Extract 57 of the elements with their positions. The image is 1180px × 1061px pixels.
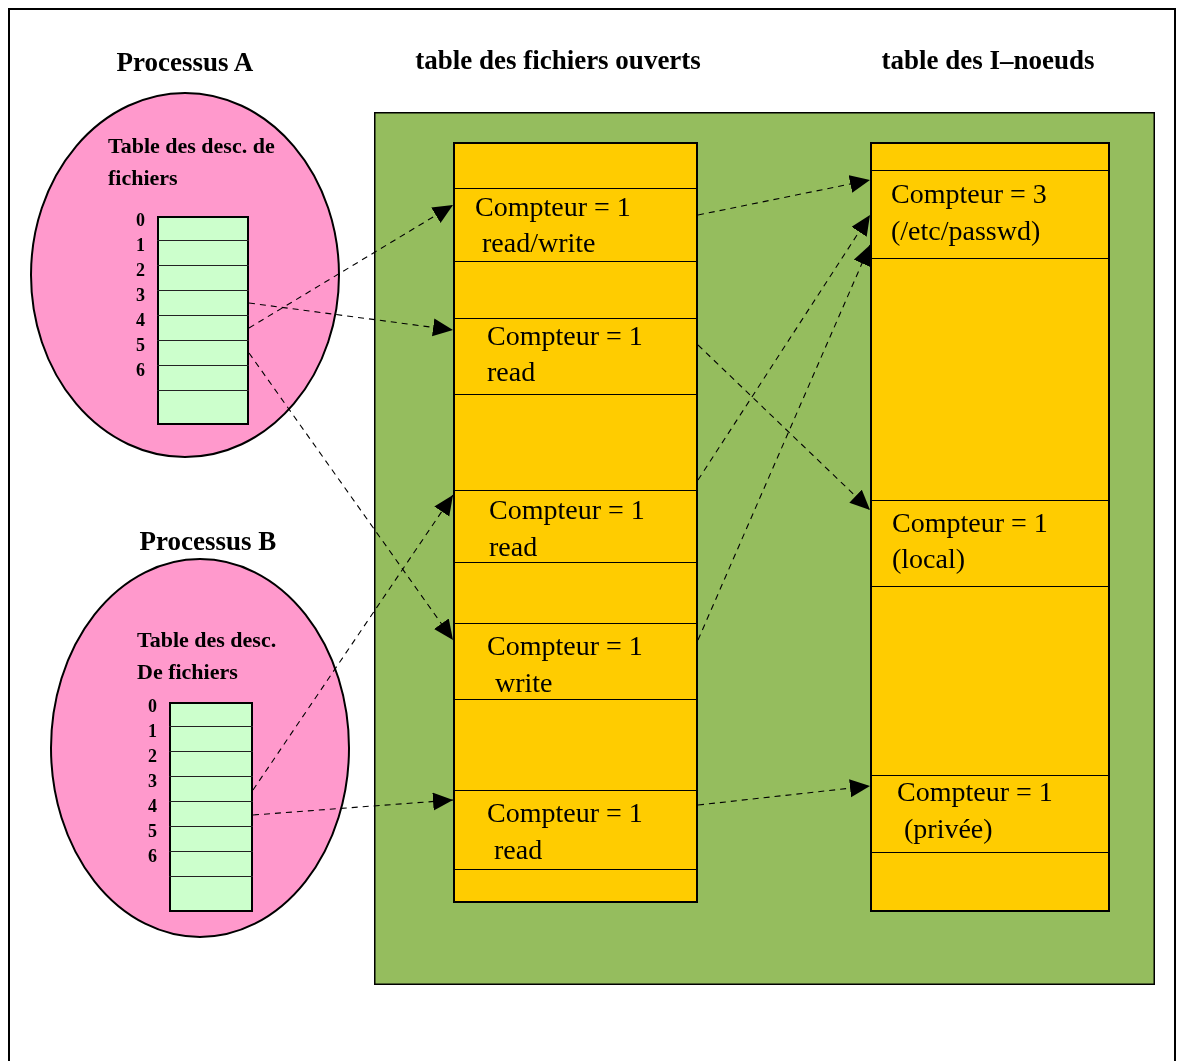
entry-detail: read/write [482,227,596,260]
column-title: table des I–noeuds [881,45,1095,77]
counter-text: Compteur = 1 [487,320,643,353]
counter-text: Compteur = 3 [891,178,1047,211]
arrow [697,214,871,481]
entry-detail: read [489,531,538,564]
process-title: Processus A [116,47,254,79]
table-entry [870,775,1110,853]
arrow [248,204,454,329]
arrow [248,352,454,641]
row-index: 4 [136,310,145,331]
process-title: Processus B [139,526,277,558]
row-index: 2 [148,746,157,767]
table-title: Table des desc. De fichiers [137,626,278,686]
table-title: Table des desc. de fichiers [108,132,276,192]
entry-detail: read [487,356,536,389]
row-index: 0 [136,210,145,231]
entry-detail: write [495,667,553,700]
table-entry [870,170,1110,259]
kernel-panel [374,112,1155,985]
table-entry [453,790,698,870]
open-file-table [453,142,698,903]
table-entry [453,318,698,395]
counter-text: Compteur = 1 [487,797,643,830]
row-index: 0 [148,696,157,717]
inode-table [870,142,1110,912]
row-index: 3 [136,285,145,306]
counter-text: Compteur = 1 [475,191,631,224]
arrow [697,344,871,511]
arrow [697,779,871,806]
row-index: 1 [136,235,145,256]
arrow [252,494,454,791]
arrow [248,302,454,337]
counter-text: Compteur = 1 [489,494,645,527]
entry-detail: (local) [892,543,966,576]
row-index: 5 [148,821,157,842]
table-entry [453,490,698,563]
arrow [252,792,454,816]
row-index: 3 [148,771,157,792]
table-entry [870,500,1110,587]
arrow [697,175,871,216]
entry-detail: read [494,834,543,867]
counter-text: Compteur = 1 [892,507,1048,540]
column-title: table des fichiers ouverts [415,45,701,77]
row-index: 4 [148,796,157,817]
row-index: 5 [136,335,145,356]
counter-text: Compteur = 1 [897,776,1053,809]
counter-text: Compteur = 1 [487,630,643,663]
row-index: 1 [148,721,157,742]
row-index: 6 [136,360,145,381]
entry-detail: (/etc/passwd) [891,215,1041,248]
table-entry [453,623,698,700]
row-index: 6 [148,846,157,867]
arrow [697,244,871,641]
entry-detail: (privée) [904,813,993,846]
row-index: 2 [136,260,145,281]
table-entry [453,188,698,262]
